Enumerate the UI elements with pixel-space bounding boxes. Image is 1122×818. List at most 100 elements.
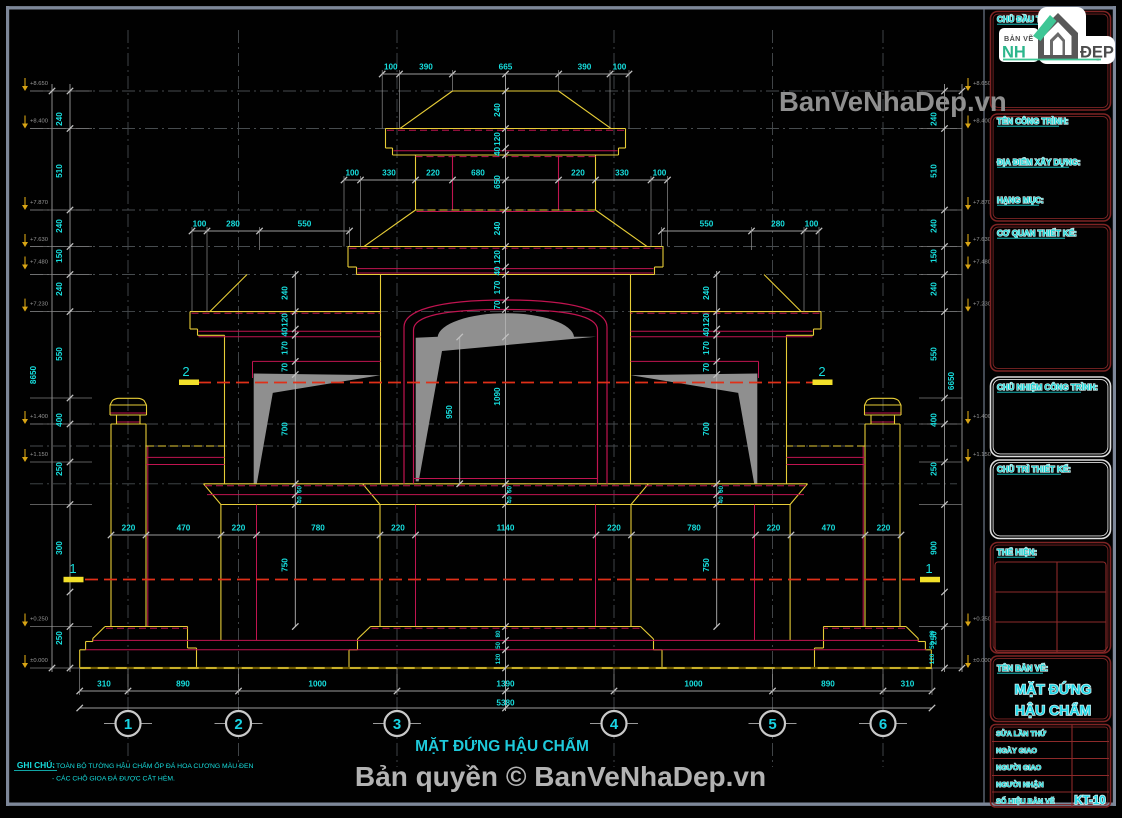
svg-text:+1.150: +1.150 xyxy=(973,452,991,458)
svg-text:50: 50 xyxy=(495,642,502,650)
svg-text:120: 120 xyxy=(281,313,290,327)
svg-text:220: 220 xyxy=(391,524,405,533)
svg-text:50: 50 xyxy=(929,642,936,650)
svg-text:NH: NH xyxy=(1002,44,1026,62)
svg-text:220: 220 xyxy=(122,524,136,533)
svg-text:+1.400: +1.400 xyxy=(973,414,991,420)
svg-text:HẠNG MỤC:: HẠNG MỤC: xyxy=(997,196,1044,205)
svg-text:120: 120 xyxy=(702,313,711,327)
svg-text:MẶT ĐỨNG HẬU CHẨM: MẶT ĐỨNG HẬU CHẨM xyxy=(415,737,589,755)
svg-text:220: 220 xyxy=(571,169,585,178)
svg-text:GHI CHÚ:: GHI CHÚ: xyxy=(17,759,55,770)
svg-text:+1.150: +1.150 xyxy=(30,452,48,458)
svg-text:2: 2 xyxy=(234,716,242,733)
svg-text:40: 40 xyxy=(493,147,502,157)
svg-text:HẬU CHẨM: HẬU CHẨM xyxy=(1015,701,1091,718)
svg-text:60: 60 xyxy=(297,486,304,494)
svg-text:THỂ HIỆN:: THỂ HIỆN: xyxy=(997,548,1037,557)
svg-text:CHỦ NHIỆM CÔNG TRÌNH:: CHỦ NHIỆM CÔNG TRÌNH: xyxy=(997,383,1098,392)
svg-text:70: 70 xyxy=(493,300,502,310)
svg-text:510: 510 xyxy=(930,164,939,178)
svg-text:6650: 6650 xyxy=(947,371,956,390)
svg-text:1: 1 xyxy=(925,561,932,576)
svg-text:890: 890 xyxy=(176,680,190,689)
svg-text:120: 120 xyxy=(929,653,936,664)
svg-text:310: 310 xyxy=(901,680,915,689)
svg-text:CƠ QUAN THIẾT KẾ:: CƠ QUAN THIẾT KẾ: xyxy=(997,228,1077,238)
svg-text:TÊN CÔNG TRÌNH:: TÊN CÔNG TRÌNH: xyxy=(997,117,1069,126)
svg-text:750: 750 xyxy=(702,558,711,572)
svg-text:5: 5 xyxy=(768,716,776,733)
svg-text:780: 780 xyxy=(687,524,701,533)
svg-text:240: 240 xyxy=(281,286,290,300)
svg-text:550: 550 xyxy=(298,220,312,229)
svg-text:+0.250: +0.250 xyxy=(973,617,991,623)
svg-text:+7.230: +7.230 xyxy=(973,302,991,308)
svg-text:ĐỊA ĐIỂM XÂY DỰNG:: ĐỊA ĐIỂM XÂY DỰNG: xyxy=(997,158,1081,167)
svg-text:100: 100 xyxy=(653,169,667,178)
svg-text:400: 400 xyxy=(930,413,939,427)
svg-text:40: 40 xyxy=(281,327,290,337)
svg-text:510: 510 xyxy=(55,164,64,178)
svg-text:220: 220 xyxy=(877,524,891,533)
svg-text:40: 40 xyxy=(507,496,514,504)
svg-text:+8.650: +8.650 xyxy=(973,81,991,87)
svg-text:700: 700 xyxy=(281,422,290,436)
svg-text:+7.480: +7.480 xyxy=(30,260,48,266)
svg-text:100: 100 xyxy=(613,63,627,72)
svg-text:170: 170 xyxy=(281,341,290,355)
svg-text:100: 100 xyxy=(345,169,359,178)
svg-text:3: 3 xyxy=(393,716,401,733)
svg-text:330: 330 xyxy=(615,169,629,178)
svg-text:+1.400: +1.400 xyxy=(30,414,48,420)
svg-text:±0.000: ±0.000 xyxy=(30,658,48,664)
svg-text:80: 80 xyxy=(495,630,502,638)
svg-text:ĐẸP: ĐẸP xyxy=(1080,44,1114,62)
svg-text:280: 280 xyxy=(226,220,240,229)
svg-text:890: 890 xyxy=(821,680,835,689)
svg-text:250: 250 xyxy=(930,631,939,645)
svg-text:900: 900 xyxy=(930,541,939,555)
svg-text:1000: 1000 xyxy=(308,680,327,689)
svg-text:70: 70 xyxy=(702,363,711,373)
svg-text:BẢN VẼ: BẢN VẼ xyxy=(1004,34,1034,43)
svg-text:6: 6 xyxy=(879,716,887,733)
svg-text:8650: 8650 xyxy=(29,365,38,384)
svg-text:KT-10: KT-10 xyxy=(1074,795,1105,807)
svg-text:150: 150 xyxy=(930,249,939,263)
svg-text:170: 170 xyxy=(493,280,502,294)
svg-text:250: 250 xyxy=(930,462,939,476)
svg-text:+7.480: +7.480 xyxy=(973,260,991,266)
svg-text:100: 100 xyxy=(193,220,207,229)
svg-text:2: 2 xyxy=(818,364,825,379)
svg-text:400: 400 xyxy=(55,413,64,427)
svg-text:40: 40 xyxy=(493,266,502,276)
svg-text:80: 80 xyxy=(929,630,936,638)
svg-text:280: 280 xyxy=(771,220,785,229)
svg-text:1: 1 xyxy=(69,561,76,576)
svg-text:- TOÀN BỘ TƯỜNG HẬU CHẨM ỐP ĐÁ: - TOÀN BỘ TƯỜNG HẬU CHẨM ỐP ĐÁ HOA CƯƠNG… xyxy=(52,760,253,770)
svg-text:70: 70 xyxy=(281,363,290,373)
svg-text:240: 240 xyxy=(493,221,502,235)
svg-text:60: 60 xyxy=(718,486,725,494)
svg-text:330: 330 xyxy=(382,169,396,178)
svg-text:250: 250 xyxy=(55,462,64,476)
svg-text:240: 240 xyxy=(493,103,502,117)
svg-text:250: 250 xyxy=(55,631,64,645)
svg-text:750: 750 xyxy=(281,558,290,572)
svg-text:4: 4 xyxy=(610,716,619,733)
svg-text:550: 550 xyxy=(930,347,939,361)
svg-text:+0.250: +0.250 xyxy=(30,617,48,623)
svg-text:650: 650 xyxy=(493,175,502,189)
svg-text:550: 550 xyxy=(700,220,714,229)
svg-text:100: 100 xyxy=(384,63,398,72)
svg-text:+7.870: +7.870 xyxy=(973,200,991,206)
svg-text:1000: 1000 xyxy=(684,680,703,689)
svg-text:680: 680 xyxy=(471,169,485,178)
svg-text:240: 240 xyxy=(930,112,939,126)
svg-text:2: 2 xyxy=(182,364,189,379)
svg-text:240: 240 xyxy=(930,219,939,233)
svg-text:+7.870: +7.870 xyxy=(30,200,48,206)
svg-text:40: 40 xyxy=(297,496,304,504)
svg-text:390: 390 xyxy=(419,63,433,72)
